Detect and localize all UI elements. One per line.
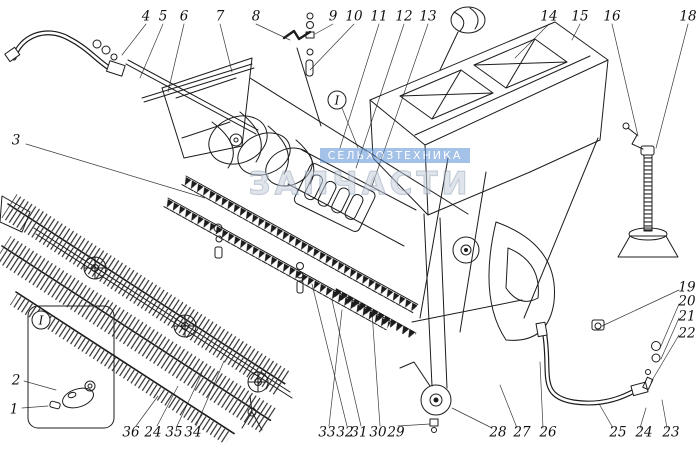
callout-1: 1 xyxy=(9,401,19,418)
callout-18: 18 xyxy=(679,8,697,25)
callout-29: 29 xyxy=(387,424,405,441)
callout-23: 23 xyxy=(662,424,680,441)
auger-drum xyxy=(208,111,315,187)
callout-35: 35 xyxy=(165,424,183,441)
callout-7: 7 xyxy=(215,8,225,25)
callout-31: 31 xyxy=(350,424,368,441)
callout-10: 10 xyxy=(345,8,363,25)
callout-26: 26 xyxy=(539,424,557,441)
callout-24: 24 xyxy=(144,424,162,441)
callout-27: 27 xyxy=(513,424,531,441)
callout-6: 6 xyxy=(179,8,189,25)
callout-20: 20 xyxy=(678,293,696,310)
callout-34: 34 xyxy=(184,424,202,441)
callout-14: 14 xyxy=(540,8,558,25)
callout-3: 3 xyxy=(11,132,21,149)
jack-stand xyxy=(617,122,679,258)
detail-marker-inset: I xyxy=(38,314,44,328)
reel-crank xyxy=(241,395,263,431)
reel-spider xyxy=(247,371,269,393)
hose-top-left xyxy=(4,30,126,77)
callout-19: 19 xyxy=(678,279,696,296)
callout-24-2: 24 xyxy=(635,424,653,441)
callout-11: 11 xyxy=(370,8,388,25)
callout-8: 8 xyxy=(251,8,261,25)
detail-marker-circle xyxy=(327,90,347,110)
support-frame xyxy=(411,137,599,389)
fastener-stacks xyxy=(213,223,304,294)
callout-16: 16 xyxy=(603,8,621,25)
perforated-plate xyxy=(293,163,376,232)
callout-4: 4 xyxy=(141,8,151,25)
detail-marker-main: I xyxy=(334,94,340,108)
hose-bottom-right xyxy=(535,319,661,406)
gauge-wheel xyxy=(399,361,452,433)
callout-28: 28 xyxy=(489,424,507,441)
inset-detail-box xyxy=(27,305,115,429)
callout-5: 5 xyxy=(158,8,168,25)
callout-36: 36 xyxy=(122,424,140,441)
callout-12: 12 xyxy=(395,8,413,25)
callout-25: 25 xyxy=(609,424,627,441)
reel-spider xyxy=(173,314,197,338)
reel-assembly xyxy=(0,194,293,445)
callout-13: 13 xyxy=(419,8,437,25)
callout-22: 22 xyxy=(678,325,696,342)
callout-30: 30 xyxy=(369,424,387,441)
side-frame-bars xyxy=(125,57,259,159)
hardware-top-middle xyxy=(282,12,322,127)
callout-15: 15 xyxy=(571,8,589,25)
callout-2: 2 xyxy=(11,372,21,389)
callout-21: 21 xyxy=(678,308,696,325)
reel-spider xyxy=(83,256,107,280)
callout-9: 9 xyxy=(328,8,338,25)
callout-32: 32 xyxy=(336,424,354,441)
callout-33: 33 xyxy=(318,424,336,441)
